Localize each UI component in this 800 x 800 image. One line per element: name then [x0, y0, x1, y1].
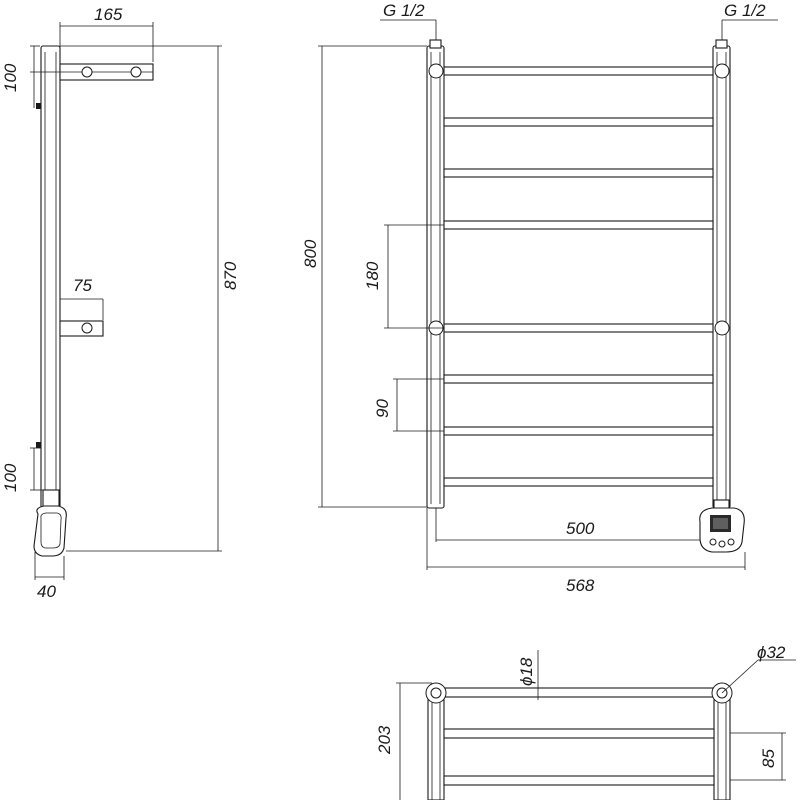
front-rung [443, 66, 714, 76]
label-front-right-connection: G 1/2 [724, 1, 766, 20]
top-view: ϕ18 ϕ32 203 85 [375, 643, 796, 800]
side-mid-bracket-hole [81, 322, 93, 334]
side-mid-bracket [59, 320, 104, 337]
dim-front-gap-small: 90 [373, 399, 392, 418]
label-front-left-connection: G 1/2 [383, 1, 425, 20]
side-heater-collar [42, 489, 60, 509]
dim-side-heater-width: 40 [37, 582, 56, 601]
front-rung [443, 426, 714, 436]
front-rung [443, 168, 714, 178]
dim-top-bar-diameter: ϕ18 [517, 657, 536, 686]
front-connection-circle [714, 63, 730, 79]
front-rung [443, 374, 714, 384]
dim-side-mid-bracket: 75 [73, 276, 92, 295]
front-left-post [426, 45, 445, 509]
dim-front-gap-large: 180 [363, 261, 382, 290]
side-top-bracket-hole-1 [81, 66, 93, 78]
dim-side-top-offset: 100 [1, 63, 20, 92]
front-heater-button [727, 538, 735, 546]
top-bar [443, 775, 715, 786]
dim-side-top-bracket: 165 [94, 5, 123, 24]
top-left-post [427, 699, 445, 800]
dim-front-height: 800 [301, 239, 320, 268]
front-heater-display [710, 515, 731, 532]
front-right-post [712, 45, 731, 509]
front-rungs [443, 66, 714, 487]
dim-front-total-width: 568 [566, 576, 595, 595]
dim-side-total-height: 870 [221, 261, 240, 290]
top-bar [443, 728, 715, 739]
dim-side-bottom-offset: 100 [1, 463, 20, 492]
side-view: 165 100 75 870 100 40 [1, 5, 240, 601]
dim-top-depth: 203 [375, 725, 394, 755]
front-rung [443, 117, 714, 127]
front-heater-button [718, 540, 726, 548]
side-vertical-tube [40, 45, 61, 509]
dim-top-post-diameter: ϕ32 [757, 643, 786, 662]
top-right-post [713, 699, 731, 800]
dim-front-center-distance: 500 [566, 519, 595, 538]
front-view: G 1/2 G 1/2 800 180 90 500 568 [301, 1, 778, 595]
dim-top-bar-spacing: 85 [759, 749, 778, 768]
front-rung [443, 323, 714, 333]
front-connection-circle [714, 320, 730, 336]
side-heater-body [33, 505, 67, 557]
front-rung [443, 220, 714, 230]
front-connection-circle [428, 63, 444, 79]
side-top-bracket-hole-2 [130, 66, 142, 78]
front-heater-button [709, 538, 717, 546]
front-rung [443, 477, 714, 487]
top-bar [443, 687, 715, 698]
